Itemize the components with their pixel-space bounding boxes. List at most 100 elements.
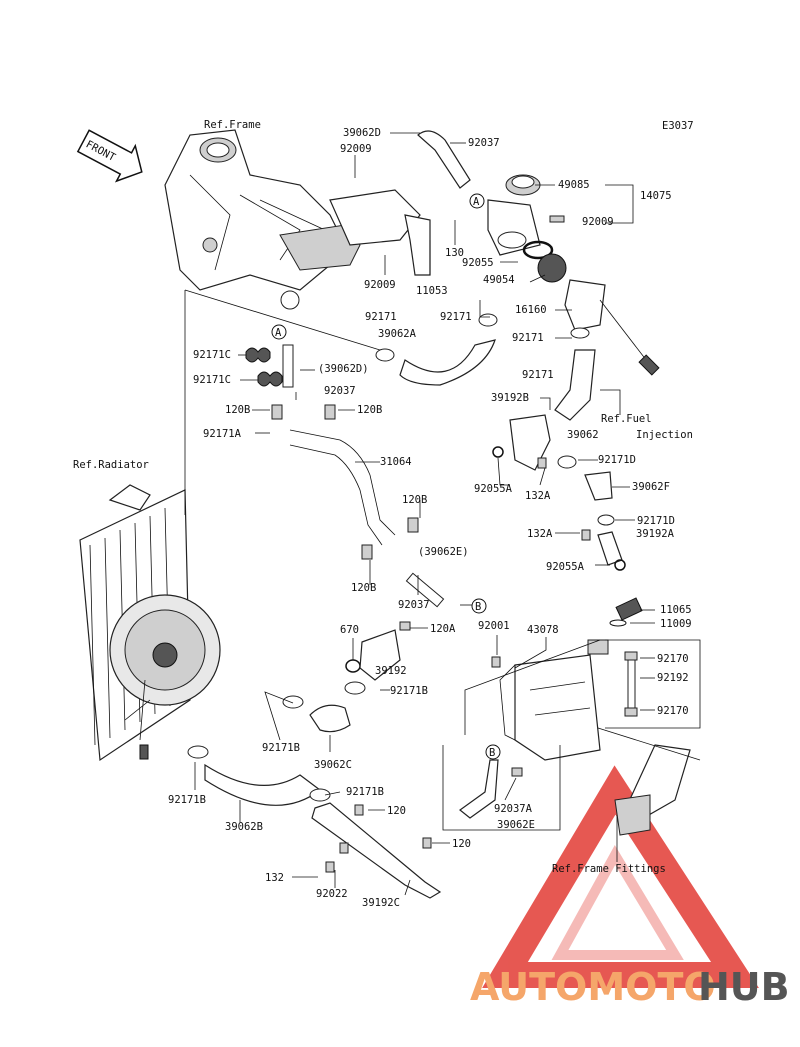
hose-39062c xyxy=(282,621,411,733)
part-label: 92037 xyxy=(398,599,430,611)
part-label: 39192C xyxy=(362,897,400,909)
part-label: 92037 xyxy=(324,385,356,397)
part-label: 14075 xyxy=(640,190,672,202)
radiator-illustration xyxy=(79,484,221,762)
part-label: (39062D) xyxy=(318,363,369,375)
part-label: 31064 xyxy=(380,456,412,468)
hose-39062 xyxy=(554,349,596,421)
part-label: 120B xyxy=(351,582,376,594)
svg-text:A: A xyxy=(473,196,480,208)
part-label: 92009 xyxy=(582,216,614,228)
hose-39062b xyxy=(187,745,331,806)
part-label: 92171D xyxy=(637,515,675,527)
ref-frame-fittings-label: Ref.Frame Fittings xyxy=(552,863,666,875)
watermark-part2: HUB xyxy=(698,965,790,1009)
fitting-39192a xyxy=(581,514,626,571)
part-label: 43078 xyxy=(527,624,559,636)
marker-b-low: B xyxy=(485,744,501,760)
part-label: 92037A xyxy=(494,803,533,815)
part-labels: E3037 Ref.Frame Ref.Radiator Ref.Fuel In… xyxy=(73,119,694,909)
part-label: 130 xyxy=(445,247,464,259)
front-arrow-icon: FRONT xyxy=(76,129,143,183)
watermark-part1: AUTOMOTO xyxy=(470,965,716,1009)
part-label: (39062E) xyxy=(418,546,469,558)
watermark-text: AUTOMOTO HUB xyxy=(470,965,790,1009)
hose-39062a xyxy=(375,313,498,386)
bracket-frame-fittings xyxy=(614,744,691,836)
part-label: 92171B xyxy=(262,742,300,754)
part-label: 39192A xyxy=(636,528,675,540)
part-label: 120B xyxy=(402,494,427,506)
part-label: 92171 xyxy=(440,311,472,323)
part-label: 120B xyxy=(357,404,382,416)
part-label: 670 xyxy=(340,624,359,636)
fitting-39192b xyxy=(492,414,613,501)
part-label: 11065 xyxy=(660,604,692,616)
clamps-92171c xyxy=(245,347,283,387)
marker-a-top: A xyxy=(469,193,485,209)
part-label: 39062 xyxy=(567,429,599,441)
part-label: 49054 xyxy=(483,274,515,286)
svg-text:A: A xyxy=(275,327,282,339)
part-label: 92055A xyxy=(546,561,585,573)
svg-text:B: B xyxy=(489,747,495,759)
part-label: 120B xyxy=(225,404,250,416)
frame-illustration xyxy=(164,129,431,310)
part-label: 132A xyxy=(527,528,553,540)
part-label: 92009 xyxy=(340,143,372,155)
part-label: 92170 xyxy=(657,705,689,717)
ref-radiator-label: Ref.Radiator xyxy=(73,459,149,471)
ref-frame-label: Ref.Frame xyxy=(204,119,261,131)
part-label: 92055 xyxy=(462,257,494,269)
part-label: 92022 xyxy=(316,888,348,900)
part-label: 39062B xyxy=(225,821,263,833)
part-label: 92192 xyxy=(657,672,689,684)
part-label: 92171C xyxy=(193,349,231,361)
part-label: 92171C xyxy=(193,374,231,386)
part-label: 120 xyxy=(452,838,471,850)
part-label: 132A xyxy=(525,490,551,502)
hose-39062e-upper xyxy=(405,572,445,608)
part-label: 92055A xyxy=(474,483,513,495)
part-label: 39062D xyxy=(343,127,381,139)
part-label: 120A xyxy=(430,623,456,635)
svg-text:B: B xyxy=(475,601,481,613)
part-label: 92171B xyxy=(346,786,384,798)
part-label: 92171B xyxy=(390,685,428,697)
part-label: 92001 xyxy=(478,620,510,632)
part-label: 92171 xyxy=(522,369,554,381)
marker-b-mid: B xyxy=(471,598,487,614)
part-label: 16160 xyxy=(515,304,547,316)
diagram-code: E3037 xyxy=(662,120,694,132)
part-label: 39062C xyxy=(314,759,352,771)
pipe-39192c xyxy=(311,802,442,899)
part-label: 92037 xyxy=(468,137,500,149)
part-label: 39192B xyxy=(491,392,529,404)
part-label: 49085 xyxy=(558,179,590,191)
thermostat-assembly xyxy=(417,130,660,376)
part-label: 11053 xyxy=(416,285,448,297)
reservoir-tank-43078 xyxy=(491,597,643,761)
part-label: 39062E xyxy=(497,819,535,831)
part-label: 92171B xyxy=(168,794,206,806)
part-label: 92171A xyxy=(203,428,242,440)
ref-fuel-label: Ref.Fuel xyxy=(601,413,652,425)
part-label: 39062F xyxy=(632,481,670,493)
ref-fuel-label-2: Injection xyxy=(636,429,693,441)
part-label: 92170 xyxy=(657,653,689,665)
hose-39062d-lower xyxy=(282,344,294,388)
part-label: 92171D xyxy=(598,454,636,466)
part-label: 11009 xyxy=(660,618,692,630)
part-label: 39192 xyxy=(375,665,407,677)
part-label: 132 xyxy=(265,872,284,884)
part-label: 120 xyxy=(387,805,406,817)
part-label: 39062A xyxy=(378,328,417,340)
part-label: 92009 xyxy=(364,279,396,291)
part-label: 92171 xyxy=(512,332,544,344)
watermark-logo-triangle xyxy=(482,765,759,988)
part-label: 92171 xyxy=(365,311,397,323)
marker-a-left: A xyxy=(271,324,287,340)
leader-lines xyxy=(184,132,701,896)
pipe-31064 xyxy=(271,404,419,560)
